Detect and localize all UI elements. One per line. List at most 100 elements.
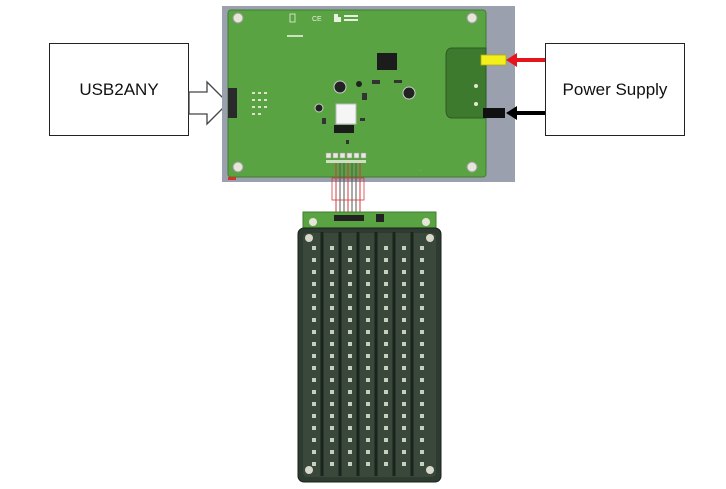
led-pad [366,258,370,262]
negative-wire [483,106,545,120]
led-pad [330,366,334,370]
led-pad [366,330,370,334]
led-pad [420,378,424,382]
led-pad [366,354,370,358]
led-pad [348,354,352,358]
led-pad [348,306,352,310]
led-pad [420,450,424,454]
led-pad [420,282,424,286]
led-pad [384,354,388,358]
mounting-hole [466,161,478,173]
led-pad [312,318,316,322]
led-pad [330,390,334,394]
led-pad [366,318,370,322]
led-pad [348,282,352,286]
led-pad [330,318,334,322]
power-supply-block: Power Supply [545,43,685,136]
led-pad [348,330,352,334]
led-pad [384,342,388,346]
led-pad [402,270,406,274]
led-pad [330,414,334,418]
led-pad [402,330,406,334]
led-pad [402,366,406,370]
led-pad [402,414,406,418]
led-pad [312,462,316,466]
led-pad [330,282,334,286]
usb2any-block: USB2ANY [49,43,189,136]
led-pad [402,282,406,286]
usb2any-label: USB2ANY [79,79,159,99]
led-pad [312,258,316,262]
led-pad [402,318,406,322]
led-pad [366,294,370,298]
led-pad [366,390,370,394]
led-pad [420,330,424,334]
led-pad [330,258,334,262]
led-pad [420,258,424,262]
led-pad [420,342,424,346]
svg-text:CE: CE [312,16,322,23]
led-pad [330,450,334,454]
led-pad [312,414,316,418]
led-pad [384,294,388,298]
led-pad [384,366,388,370]
power-supply-label: Power Supply [562,79,668,99]
led-pad [330,438,334,442]
led-pad [348,342,352,346]
led-pad [366,402,370,406]
mounting-hole [232,12,244,24]
led-pad [312,342,316,346]
led-pad [402,306,406,310]
led-pad [348,294,352,298]
led-pad [402,450,406,454]
led-pad [330,246,334,250]
led-pad [384,450,388,454]
led-pad [348,462,352,466]
led-pad [420,294,424,298]
led-pad [312,366,316,370]
led-pad [366,438,370,442]
led-pad [384,282,388,286]
led-pad [330,426,334,430]
regulator-pad [335,103,357,125]
usb-header-connector [228,88,237,118]
led-pad [366,414,370,418]
mounting-hole [232,161,244,173]
led-pad [402,258,406,262]
led-pad [330,342,334,346]
led-pad [420,462,424,466]
led-pad [348,366,352,370]
led-pad [366,342,370,346]
led-pad [312,294,316,298]
led-pad [402,462,406,466]
microcontroller-chip [377,53,397,70]
led-pad [330,402,334,406]
led-pad [384,258,388,262]
led-pad [312,354,316,358]
led-pad [312,282,316,286]
led-pad [348,402,352,406]
led-pad [366,246,370,250]
led-pad [366,306,370,310]
led-pad [384,462,388,466]
led-pad [420,270,424,274]
led-pad [420,246,424,250]
led-pad [384,378,388,382]
led-pad [366,450,370,454]
led-pad [420,318,424,322]
led-pad [402,378,406,382]
led-pad [384,306,388,310]
led-pad [366,282,370,286]
led-pad [312,330,316,334]
positive-wire [480,53,545,67]
led-matrix-board [297,211,442,483]
led-pad [384,318,388,322]
led-pad [384,438,388,442]
led-pad [312,390,316,394]
led-pad [330,270,334,274]
led-pad [384,414,388,418]
led-pad [312,246,316,250]
led-pad [420,306,424,310]
led-pad [366,378,370,382]
